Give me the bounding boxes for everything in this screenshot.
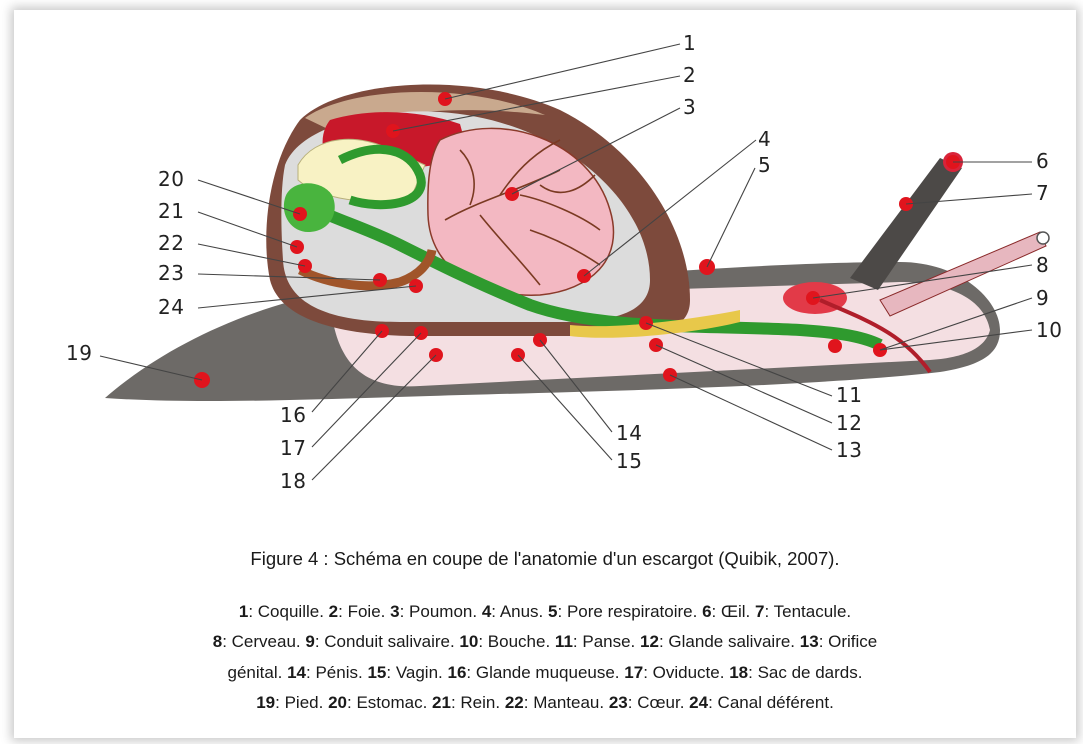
label-4: 4: [758, 127, 771, 151]
legend-number: 4: [482, 602, 491, 621]
legend-line: 8: Cerveau. 9: Conduit salivaire. 10: Bo…: [14, 633, 1076, 650]
legend-text: Foie.: [348, 602, 386, 621]
legend-line: 19: Pied. 20: Estomac. 21: Rein. 22: Man…: [14, 694, 1076, 711]
label-2: 2: [683, 63, 696, 87]
label-23: 23: [158, 261, 184, 285]
legend-number: 13: [800, 632, 819, 651]
label-12: 12: [836, 411, 862, 435]
legend-number: 24: [689, 693, 708, 712]
marker-10: [828, 339, 842, 353]
legend-text: Coquille.: [258, 602, 324, 621]
label-22: 22: [158, 231, 184, 255]
legend-text: Tentacule.: [774, 602, 852, 621]
legend-text-cont: génital.: [228, 663, 283, 682]
legend-text: Bouche.: [488, 632, 550, 651]
label-6: 6: [1036, 149, 1049, 173]
legend-text: Estomac.: [356, 693, 427, 712]
label-11: 11: [836, 383, 862, 407]
label-1: 1: [683, 31, 696, 55]
legend-number: 16: [448, 663, 467, 682]
label-3: 3: [683, 95, 696, 119]
legend-text: Panse.: [582, 632, 635, 651]
legend-text: Poumon.: [409, 602, 477, 621]
legend-number: 17: [624, 663, 643, 682]
legend-number: 1: [239, 602, 248, 621]
legend-number: 2: [329, 602, 338, 621]
legend-text: Sac de dards.: [758, 663, 863, 682]
label-7: 7: [1036, 181, 1049, 205]
legend-number: 7: [755, 602, 764, 621]
legend-line: génital. 14: Pénis. 15: Vagin. 16: Gland…: [14, 664, 1076, 681]
label-10: 10: [1036, 318, 1062, 342]
legend-number: 20: [328, 693, 347, 712]
legend-number: 18: [729, 663, 748, 682]
legend-text: Oviducte.: [653, 663, 725, 682]
legend-text: Cœur.: [637, 693, 684, 712]
legend-text: Pied.: [285, 693, 324, 712]
label-16: 16: [280, 403, 306, 427]
label-9: 9: [1036, 286, 1049, 310]
legend-number: 11: [555, 632, 573, 651]
legend-text-start: Orifice: [828, 632, 877, 651]
legend-number: 19: [256, 693, 275, 712]
legend-number: 15: [367, 663, 386, 682]
label-13: 13: [836, 438, 862, 462]
legend-number: 5: [548, 602, 557, 621]
legend-text: Canal déférent.: [718, 693, 834, 712]
lower-tentacle-tip: [1037, 232, 1049, 244]
legend-text: Conduit salivaire.: [324, 632, 454, 651]
legend-text: Œil.: [721, 602, 750, 621]
label-24: 24: [158, 295, 184, 319]
legend-text: Rein.: [460, 693, 500, 712]
legend-number: 23: [609, 693, 628, 712]
label-18: 18: [280, 469, 306, 493]
label-5: 5: [758, 153, 771, 177]
legend-number: 9: [305, 632, 314, 651]
label-17: 17: [280, 436, 306, 460]
legend-text: Anus.: [500, 602, 543, 621]
label-19: 19: [66, 341, 92, 365]
label-14: 14: [616, 421, 642, 445]
label-8: 8: [1036, 253, 1049, 277]
legend-number: 22: [505, 693, 524, 712]
label-21: 21: [158, 199, 184, 223]
legend-number: 21: [432, 693, 451, 712]
legend-text: Cerveau.: [232, 632, 301, 651]
legend-number: 10: [459, 632, 478, 651]
legend-number: 8: [213, 632, 222, 651]
legend-text: Manteau.: [533, 693, 604, 712]
legend-text: Pore respiratoire.: [567, 602, 697, 621]
stomach: [284, 183, 335, 232]
legend-text: Vagin.: [396, 663, 443, 682]
legend-text: Glande muqueuse.: [476, 663, 620, 682]
figure-caption: Figure 4 : Schéma en coupe de l'anatomie…: [14, 548, 1076, 570]
label-20: 20: [158, 167, 184, 191]
legend-number: 12: [640, 632, 659, 651]
legend-number: 14: [287, 663, 306, 682]
legend-number: 6: [702, 602, 711, 621]
legend-text: Glande salivaire.: [668, 632, 795, 651]
legend-line: 1: Coquille. 2: Foie. 3: Poumon. 4: Anus…: [14, 603, 1076, 620]
legend-number: 3: [390, 602, 399, 621]
label-15: 15: [616, 449, 642, 473]
snail-anatomy-diagram: 1 2 3 4 5 6 7 8 9 10 11 12 13 14 15 16 1…: [0, 0, 1083, 520]
legend-text: Pénis.: [315, 663, 362, 682]
